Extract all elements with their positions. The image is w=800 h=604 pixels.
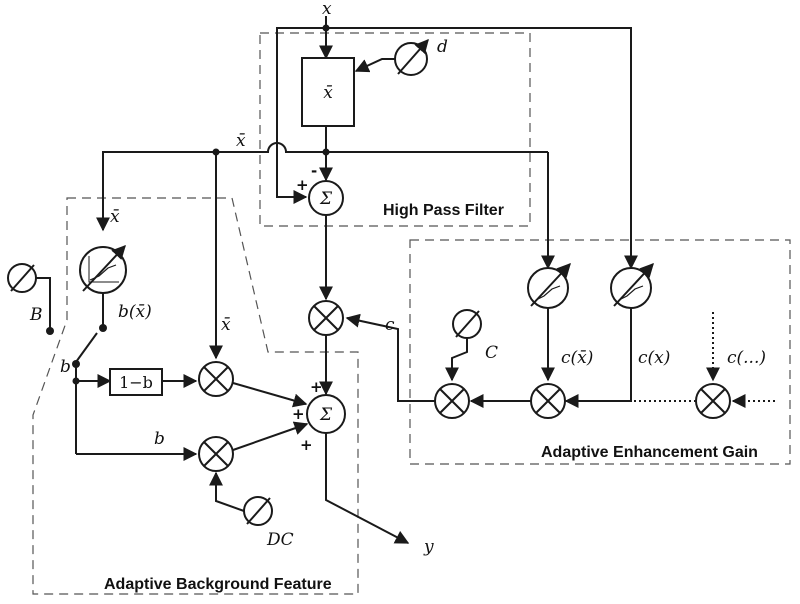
wire-C-to-mult [445, 338, 468, 382]
adaptive-enhancement-gain-label: Adaptive Enhancement Gain [541, 444, 758, 461]
mult-cmore-cross-2 [700, 388, 726, 414]
b-xbar-label: b(x̄) [118, 302, 152, 322]
high-pass-filter-region [259, 32, 531, 227]
wire-cx-to-chain [564, 308, 632, 408]
adaptive-background-feature-region [32, 197, 359, 595]
C-knob-slash [455, 310, 480, 338]
DC-knob-slash [246, 497, 271, 525]
high-pass-filter-label: High Pass Filter [383, 202, 504, 219]
C-label: C [485, 343, 498, 363]
DC-label: DC [266, 530, 294, 550]
wire-B-switch [36, 277, 51, 331]
wire-xbar-bus-left [96, 142, 326, 232]
c-xbar-label: c(x̄) [561, 348, 593, 368]
mult-dc-cross-2 [203, 441, 229, 467]
hp-sum-symbol: Σ [319, 189, 333, 209]
xbar-mid-label: x̄ [221, 315, 231, 335]
mean-block-label: x̄ [323, 83, 333, 103]
B-label: B [29, 305, 43, 325]
wire-mult-xbar-to-out-sum [232, 382, 308, 408]
x-label: x [322, 0, 332, 19]
b-switch-label: b [60, 357, 71, 377]
hp-minus-sign: - [311, 162, 317, 180]
wire-c-to-mult-c [345, 313, 435, 402]
out-plus-bottom: + [300, 436, 313, 454]
b-xbar-arrow [82, 244, 126, 292]
mult-cC-cross-2 [439, 388, 465, 414]
out-sum-symbol: Σ [319, 405, 333, 425]
B-knob-slash [10, 264, 35, 292]
b-xbar-axes [88, 256, 119, 283]
c-x-arrow [613, 262, 654, 307]
adaptive-background-feature-label: Adaptive Background Feature [104, 576, 332, 593]
d-label: d [437, 37, 448, 57]
out-plus-left: + [292, 405, 305, 423]
xbar-bus-label: x̄ [236, 131, 246, 151]
B-terminal [46, 327, 54, 335]
c-xbar-curve [535, 285, 561, 301]
y-label: y [423, 537, 434, 557]
wire-x-to-cx [326, 27, 638, 270]
hp-plus-sign: + [296, 176, 309, 194]
xbar-left-label: x̄ [110, 207, 120, 227]
c-x-curve [618, 285, 644, 301]
wire-DC-to-mult [209, 471, 245, 512]
bxbar-terminal [99, 324, 107, 332]
mean-block [301, 57, 355, 127]
one-minus-b-label: 1−b [119, 373, 153, 392]
d-knob-slash [397, 38, 429, 75]
out-plus-top: + [310, 378, 323, 396]
wire-mult-dc-to-out-sum [232, 421, 309, 451]
c-x-label: c(x) [638, 348, 670, 368]
mult-c-cross-2 [313, 305, 339, 331]
one-minus-b-block [109, 368, 163, 396]
c-xbar-arrow [530, 262, 571, 307]
c-label: c [385, 315, 395, 335]
c-more-label: c(...) [727, 348, 766, 368]
mult-cxbar-cross-2 [535, 388, 561, 414]
mult-xbar-cross-2 [203, 366, 229, 392]
wire-d-to-mean [354, 58, 395, 73]
wire-out-to-y [325, 433, 410, 544]
switch-arm [75, 332, 98, 363]
wire-x-to-hp-sum [276, 27, 326, 204]
adaptive-enhancement-gain-region [409, 239, 791, 465]
b-branch-label: b [154, 429, 165, 449]
